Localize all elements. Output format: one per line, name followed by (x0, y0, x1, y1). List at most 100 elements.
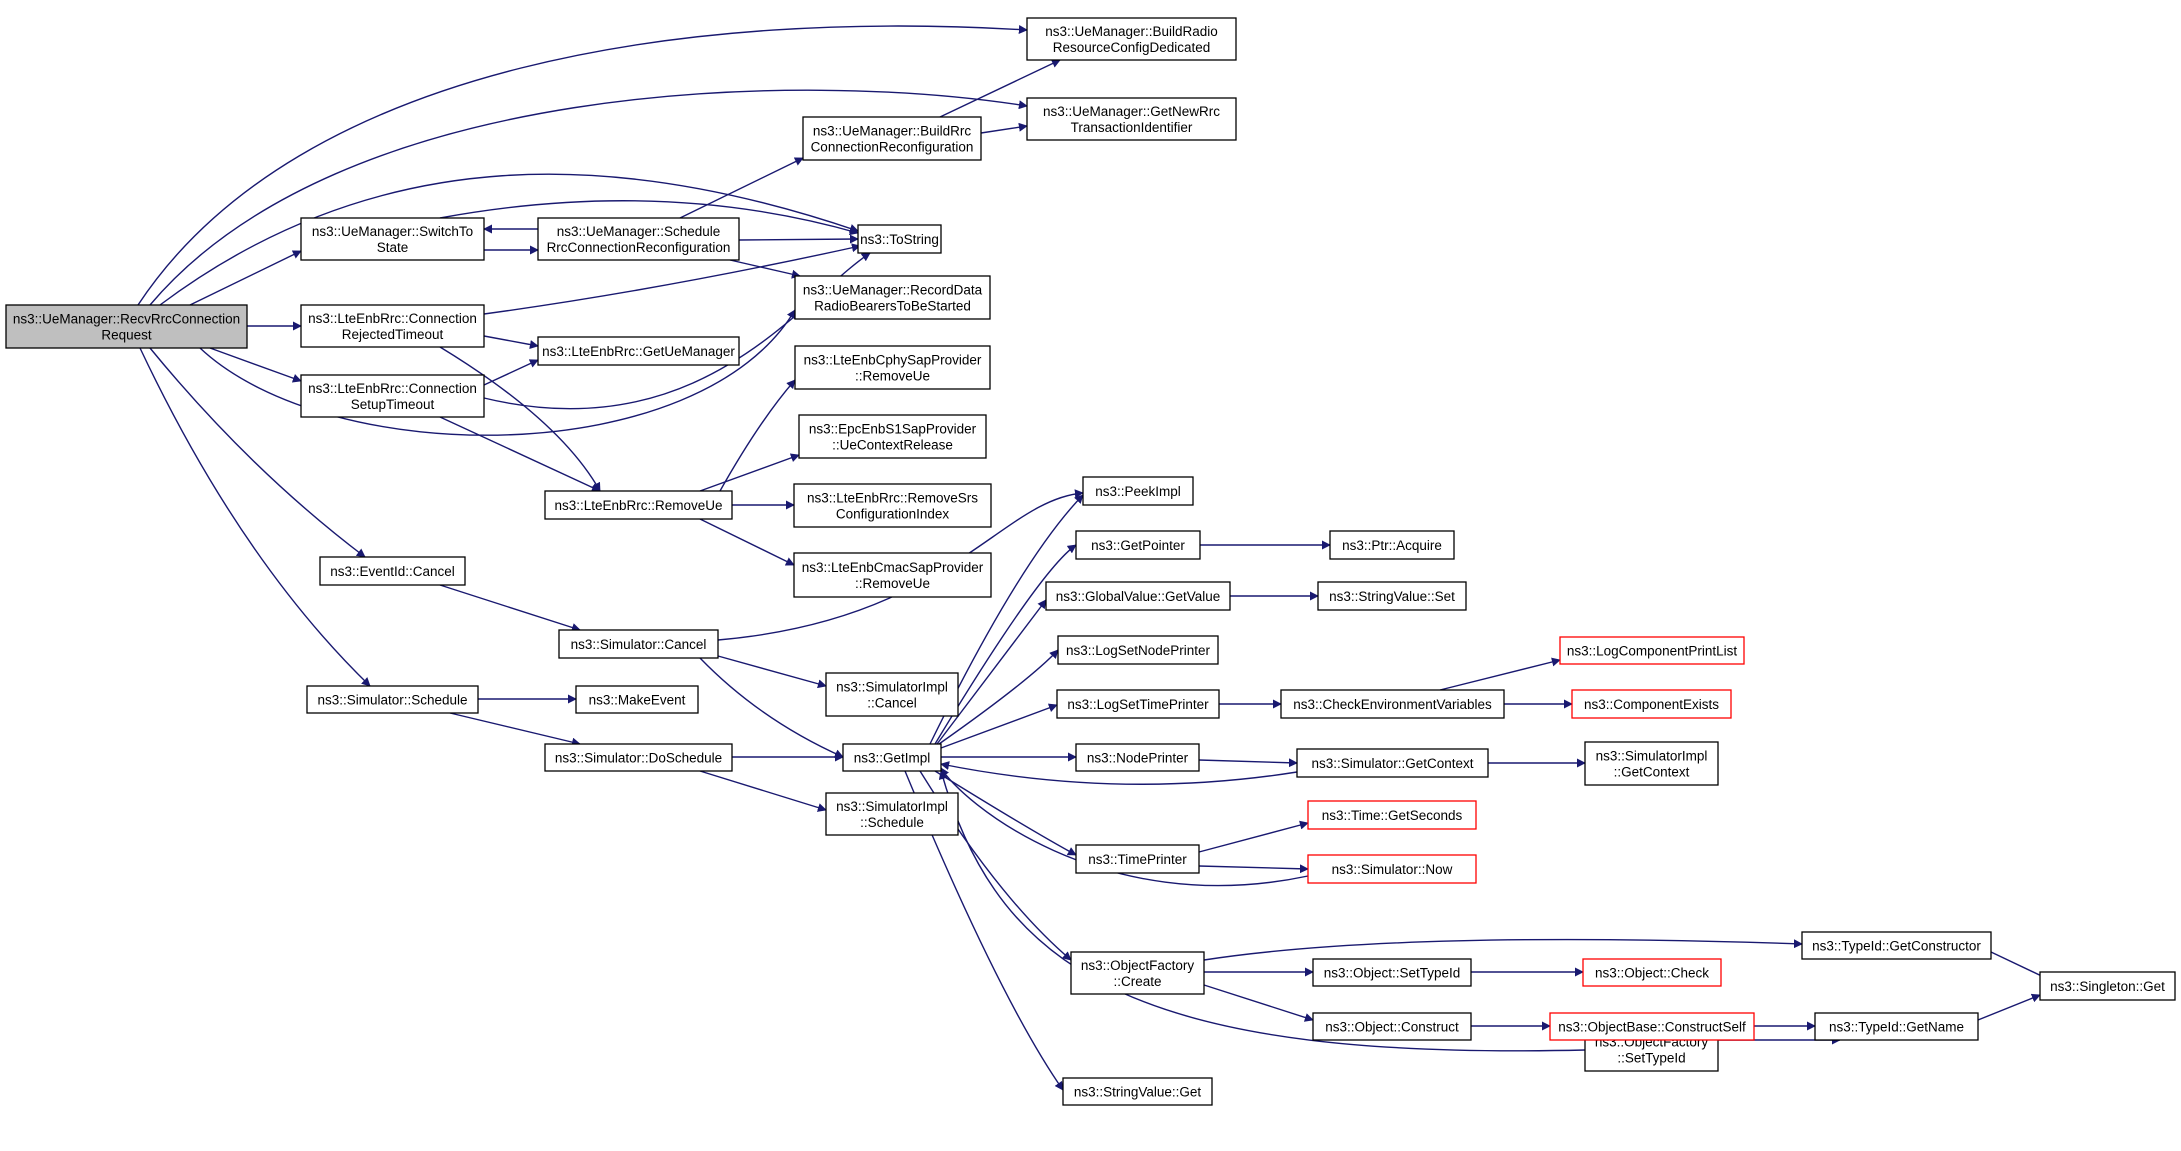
node-buildRrc[interactable]: ns3::UeManager::BuildRrcConnectionReconf… (802, 116, 982, 161)
node-toString[interactable]: ns3::ToString (857, 224, 942, 254)
node-typeIdGetConstructor[interactable]: ns3::TypeId::GetConstructor (1801, 931, 1992, 960)
node-box-compExists[interactable] (1571, 689, 1732, 719)
node-box-getNewRrc[interactable] (1026, 97, 1237, 141)
node-box-logSetNode[interactable] (1057, 635, 1219, 665)
node-timeGetSeconds[interactable]: ns3::Time::GetSeconds (1307, 800, 1477, 830)
node-box-implGetContext[interactable] (1584, 741, 1719, 786)
node-objSetTypeId[interactable]: ns3::Object::SetTypeId (1312, 958, 1472, 987)
node-box-recordData[interactable] (794, 275, 991, 320)
node-box-typeIdGetName[interactable] (1814, 1012, 1979, 1041)
node-scheduleRrc[interactable]: ns3::UeManager::ScheduleRrcConnectionRec… (537, 217, 740, 261)
node-box-removeSrs[interactable] (793, 483, 992, 528)
node-objConstruct[interactable]: ns3::Object::Construct (1312, 1012, 1472, 1041)
node-eventCancel[interactable]: ns3::EventId::Cancel (319, 556, 466, 586)
node-logSetTime[interactable]: ns3::LogSetTimePrinter (1056, 689, 1220, 719)
node-box-switchToState[interactable] (300, 217, 485, 261)
node-box-svSet[interactable] (1317, 581, 1467, 611)
node-makeEvent[interactable]: ns3::MakeEvent (575, 685, 699, 714)
node-s1Release[interactable]: ns3::EpcEnbS1SapProvider::UeContextRelea… (798, 414, 987, 459)
node-box-implSchedule[interactable] (825, 792, 959, 836)
node-box-cmacRemove[interactable] (793, 552, 992, 598)
node-box-root[interactable] (5, 304, 248, 349)
node-box-simNow[interactable] (1307, 854, 1477, 884)
node-simNow[interactable]: ns3::Simulator::Now (1307, 854, 1477, 884)
node-box-svGet[interactable] (1062, 1077, 1213, 1106)
node-box-ptrAcquire[interactable] (1329, 530, 1455, 560)
node-implSchedule[interactable]: ns3::SimulatorImpl::Schedule (825, 792, 959, 836)
node-cmacRemove[interactable]: ns3::LteEnbCmacSapProvider::RemoveUe (793, 552, 992, 598)
node-connRejected[interactable]: ns3::LteEnbRrc::ConnectionRejectedTimeou… (300, 304, 485, 348)
node-box-obConstructSelf[interactable] (1549, 1012, 1755, 1041)
node-box-getPointer[interactable] (1075, 530, 1201, 560)
node-box-objConstruct[interactable] (1312, 1012, 1472, 1041)
node-box-eventCancel[interactable] (319, 556, 466, 586)
edge-buildRrc-to-buildRadio (939, 59, 1061, 118)
node-simSchedule[interactable]: ns3::Simulator::Schedule (306, 685, 479, 714)
node-objCheck[interactable]: ns3::Object::Check (1582, 958, 1722, 987)
node-obConstructSelf[interactable]: ns3::ObjectBase::ConstructSelf (1549, 1012, 1755, 1041)
node-box-makeEvent[interactable] (575, 685, 699, 714)
node-box-objCheck[interactable] (1582, 958, 1722, 987)
node-implCancel[interactable]: ns3::SimulatorImpl::Cancel (825, 672, 959, 717)
node-getUeManager[interactable]: ns3::LteEnbRrc::GetUeManager (537, 336, 740, 366)
node-svGet[interactable]: ns3::StringValue::Get (1062, 1077, 1213, 1106)
node-box-removeUe[interactable] (544, 490, 733, 520)
node-getPointer[interactable]: ns3::GetPointer (1075, 530, 1201, 560)
node-box-getUeManager[interactable] (537, 336, 740, 366)
node-box-logSetTime[interactable] (1056, 689, 1220, 719)
node-buildRadio[interactable]: ns3::UeManager::BuildRadioResourceConfig… (1026, 17, 1237, 61)
node-logCompPrint[interactable]: ns3::LogComponentPrintList (1559, 636, 1745, 665)
node-logSetNode[interactable]: ns3::LogSetNodePrinter (1057, 635, 1219, 665)
node-ofCreate[interactable]: ns3::ObjectFactory::Create (1070, 951, 1205, 995)
node-removeUe[interactable]: ns3::LteEnbRrc::RemoveUe (544, 490, 733, 520)
node-peekImpl[interactable]: ns3::PeekImpl (1082, 476, 1194, 506)
node-svSet[interactable]: ns3::StringValue::Set (1317, 581, 1467, 611)
node-compExists[interactable]: ns3::ComponentExists (1571, 689, 1732, 719)
node-box-peekImpl[interactable] (1082, 476, 1194, 506)
node-box-buildRrc[interactable] (802, 116, 982, 161)
node-box-logCompPrint[interactable] (1559, 636, 1745, 665)
node-implGetContext[interactable]: ns3::SimulatorImpl::GetContext (1584, 741, 1719, 786)
node-typeIdGetName[interactable]: ns3::TypeId::GetName (1814, 1012, 1979, 1041)
node-ptrAcquire[interactable]: ns3::Ptr::Acquire (1329, 530, 1455, 560)
node-simGetContext[interactable]: ns3::Simulator::GetContext (1296, 748, 1489, 778)
node-box-connRejected[interactable] (300, 304, 485, 348)
node-box-nodePrinter[interactable] (1075, 743, 1200, 772)
node-box-typeIdGetConstructor[interactable] (1801, 931, 1992, 960)
node-box-ofCreate[interactable] (1070, 951, 1205, 995)
node-recordData[interactable]: ns3::UeManager::RecordDataRadioBearersTo… (794, 275, 991, 320)
node-box-simSchedule[interactable] (306, 685, 479, 714)
node-box-connSetup[interactable] (300, 374, 485, 418)
node-box-s1Release[interactable] (798, 414, 987, 459)
node-box-simCancel[interactable] (558, 629, 719, 659)
node-getImpl[interactable]: ns3::GetImpl (842, 743, 942, 772)
node-doSchedule[interactable]: ns3::Simulator::DoSchedule (544, 743, 733, 772)
node-box-buildRadio[interactable] (1026, 17, 1237, 61)
node-box-objSetTypeId[interactable] (1312, 958, 1472, 987)
node-box-getImpl[interactable] (842, 743, 942, 772)
node-removeSrs[interactable]: ns3::LteEnbRrc::RemoveSrsConfigurationIn… (793, 483, 992, 528)
node-box-implCancel[interactable] (825, 672, 959, 717)
node-box-timeGetSeconds[interactable] (1307, 800, 1477, 830)
node-box-simGetContext[interactable] (1296, 748, 1489, 778)
node-checkEnv[interactable]: ns3::CheckEnvironmentVariables (1280, 689, 1505, 719)
node-box-timePrinter[interactable] (1075, 844, 1200, 874)
node-box-scheduleRrc[interactable] (537, 217, 740, 261)
node-timePrinter[interactable]: ns3::TimePrinter (1075, 844, 1200, 874)
node-singletonGet[interactable]: ns3::Singleton::Get (2039, 971, 2176, 1001)
node-box-cphyRemove[interactable] (794, 345, 991, 390)
node-box-toString[interactable] (857, 224, 942, 254)
node-simCancel[interactable]: ns3::Simulator::Cancel (558, 629, 719, 659)
node-box-gvGetValue[interactable] (1045, 581, 1231, 611)
node-nodePrinter[interactable]: ns3::NodePrinter (1075, 743, 1200, 772)
node-box-checkEnv[interactable] (1280, 689, 1505, 719)
node-box-singletonGet[interactable] (2039, 971, 2176, 1001)
node-gvGetValue[interactable]: ns3::GlobalValue::GetValue (1045, 581, 1231, 611)
edge-root-to-getNewRrc (149, 89, 1028, 306)
node-getNewRrc[interactable]: ns3::UeManager::GetNewRrcTransactionIden… (1026, 97, 1237, 141)
node-cphyRemove[interactable]: ns3::LteEnbCphySapProvider::RemoveUe (794, 345, 991, 390)
node-box-doSchedule[interactable] (544, 743, 733, 772)
